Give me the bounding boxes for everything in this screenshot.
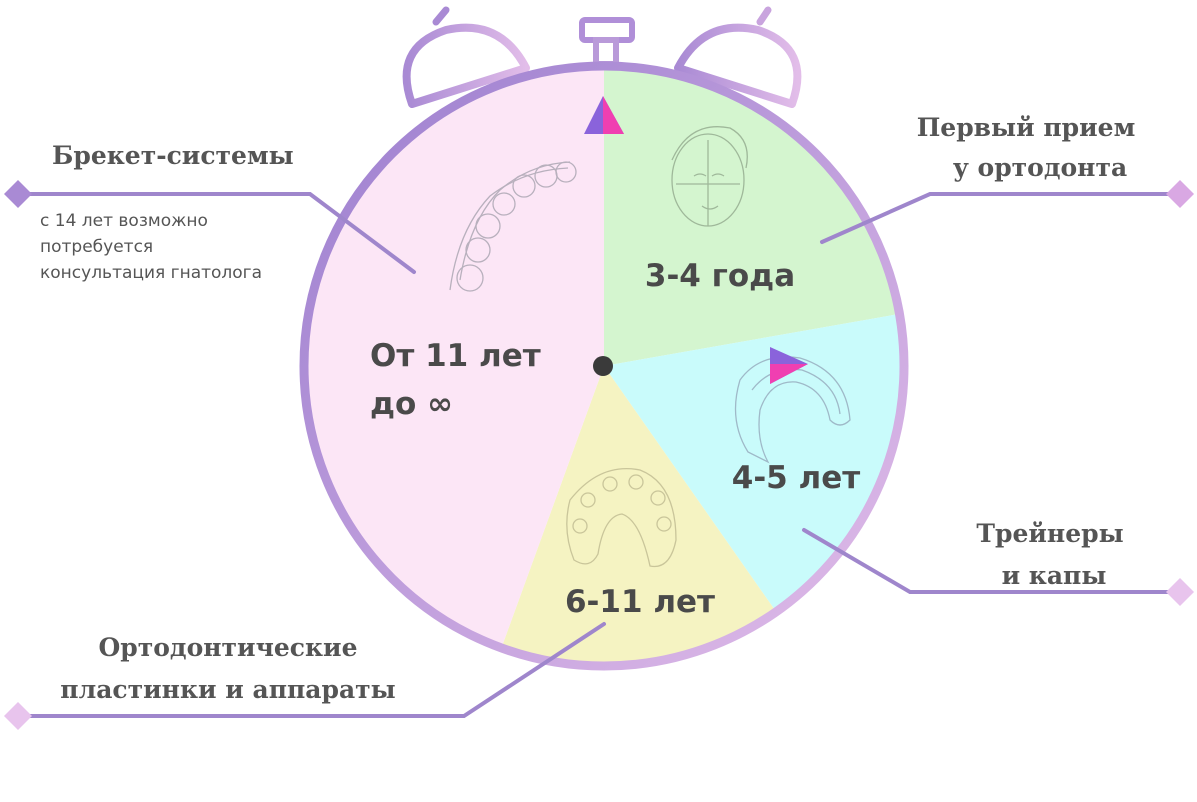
clock-center: [593, 356, 613, 376]
segment-braces: [307, 68, 604, 646]
connector-plates: [16, 622, 606, 718]
segment-plates: [502, 366, 775, 663]
callout-first-visit-line2: у ортодонта: [953, 153, 1127, 182]
callout-trainers-line1: Трейнеры: [976, 519, 1123, 548]
diamond-first-visit: [1166, 180, 1194, 208]
segment-first-visit: [604, 69, 897, 366]
clock-bells: [402, 6, 802, 108]
connector-first-visit: [820, 192, 1182, 244]
diamond-plates: [4, 702, 32, 730]
segment-label-first-visit: 3-4 года: [645, 258, 795, 294]
segment-trainers: [604, 314, 901, 610]
callout-plates-line1: Ортодонтические: [98, 633, 357, 662]
callout-braces-note-2: потребуется: [40, 237, 153, 257]
callout-braces-note-1: с 14 лет возможно: [40, 211, 208, 231]
callout-braces-title: Брекет-системы: [52, 141, 294, 170]
connector-braces: [16, 192, 416, 274]
diamond-trainers: [1166, 578, 1194, 606]
segment-label-trainers: 4-5 лет: [732, 460, 861, 496]
callout-trainers-line2: и капы: [1002, 561, 1107, 590]
diamond-markers: [4, 180, 1194, 730]
connectors: [16, 192, 1182, 718]
trainer-mouthguard-icon: [734, 356, 851, 464]
segment-label-plates: 6-11 лет: [565, 584, 715, 620]
diamond-braces: [4, 180, 32, 208]
callout-plates-line2: пластинки и аппараты: [60, 675, 395, 704]
segment-label-braces-line2: до ∞: [370, 386, 453, 422]
clock-hands: [584, 96, 808, 384]
callout-braces-note-3: консультация гнатолога: [40, 263, 262, 283]
child-face-icon: [671, 126, 748, 227]
segment-label-braces-line1: От 11 лет: [370, 338, 541, 374]
braces-teeth-icon: [449, 161, 577, 292]
connector-trainers: [802, 528, 1182, 594]
callout-first-visit-line1: Первый прием: [917, 113, 1136, 142]
right-bell: [674, 23, 802, 108]
clock-rim: [299, 61, 909, 671]
orthodontic-plate-icon: [566, 467, 677, 568]
left-bell: [402, 23, 530, 108]
age-segments: [307, 68, 901, 663]
